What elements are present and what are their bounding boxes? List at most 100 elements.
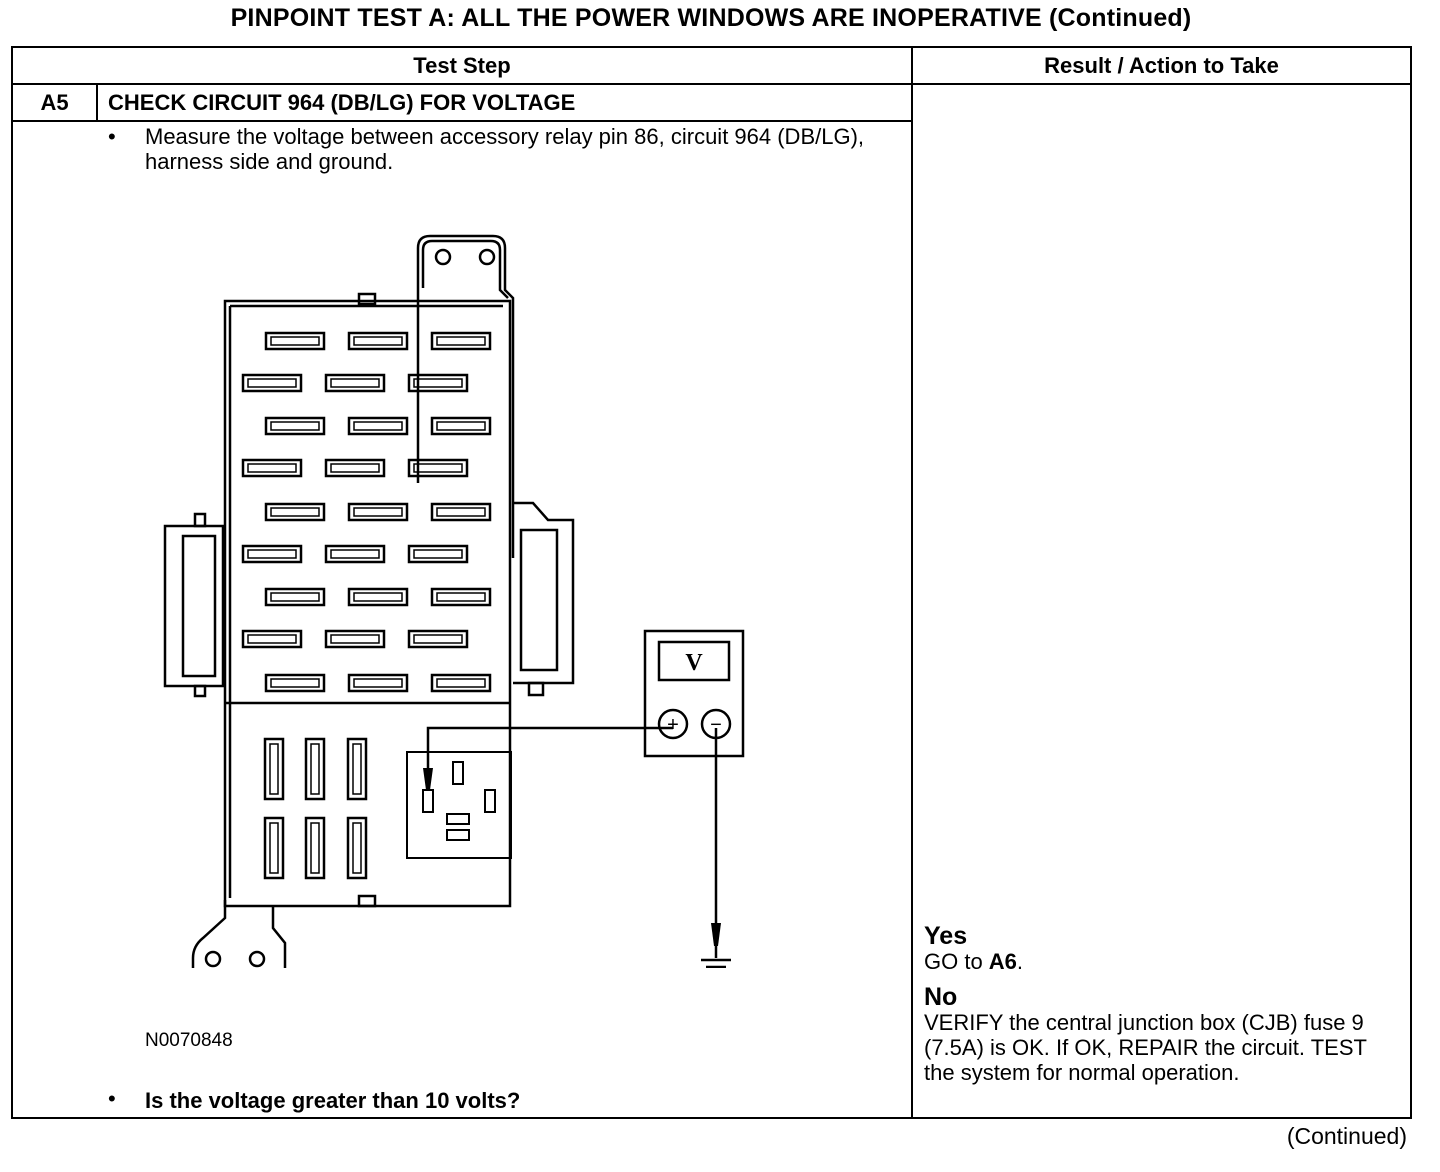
pinpoint-test-table: Test Step Result / Action to Take A5 CHE… — [11, 46, 1412, 1119]
fuse-slot — [347, 331, 409, 351]
fuse-blade — [330, 549, 380, 559]
test-leads — [426, 726, 718, 928]
step-id-divider — [96, 85, 98, 120]
maxi-fuse-slot — [304, 737, 326, 801]
step-instruction: Measure the voltage between accessory re… — [145, 124, 865, 174]
fuse-slot — [324, 629, 386, 649]
fuse-blade — [413, 549, 463, 559]
fuse-slot — [264, 331, 326, 351]
fuse-slot — [347, 502, 409, 522]
header-test-step: Test Step — [413, 53, 511, 78]
left-connector — [163, 512, 225, 698]
fuse-blade — [436, 592, 486, 602]
fuse-slot — [430, 331, 492, 351]
result-no: No VERIFY the central junction box (CJB)… — [924, 983, 1404, 1086]
column-divider — [911, 48, 913, 1117]
fuse-blade — [436, 678, 486, 688]
maxi-fuse-blade — [269, 822, 279, 874]
fuse-slot — [430, 673, 492, 693]
fuse-array — [241, 331, 492, 693]
fuse-slot — [347, 673, 409, 693]
yes-action-target: A6 — [988, 949, 1017, 974]
fuse-blade — [436, 421, 486, 431]
bottom-mounting-tab — [191, 900, 287, 968]
step-title-divider — [13, 120, 911, 122]
fuse-slot — [324, 373, 386, 393]
maxi-fuse-slot — [304, 816, 326, 880]
plus-terminal-icon: + — [667, 714, 679, 736]
fuse-slot — [241, 629, 303, 649]
page-title: PINPOINT TEST A: ALL THE POWER WINDOWS A… — [230, 4, 1192, 32]
fuse-blade — [353, 507, 403, 517]
result-yes: Yes GO to A6. — [924, 922, 1404, 975]
ground-icon — [701, 946, 731, 968]
maxi-fuse-slot — [346, 816, 368, 880]
tall-fuse-array — [263, 737, 368, 880]
result-no-label: No — [924, 983, 958, 1011]
fuse-blade — [247, 549, 297, 559]
fuse-blade — [270, 592, 320, 602]
fuse-blade — [436, 507, 486, 517]
fuse-blade — [353, 678, 403, 688]
fuse-slot — [407, 629, 469, 649]
fuse-blade — [270, 507, 320, 517]
maxi-fuse-blade — [352, 743, 362, 795]
fuse-blade — [413, 463, 463, 473]
header-divider — [13, 83, 1410, 85]
fuse-slot — [264, 416, 326, 436]
maxi-fuse-slot — [263, 816, 285, 880]
right-connector — [513, 501, 575, 697]
header-result-action: Result / Action to Take — [1044, 53, 1279, 78]
fuse-blade — [270, 421, 320, 431]
maxi-fuse-blade — [269, 743, 279, 795]
yes-action-prefix: GO to — [924, 949, 989, 974]
fuse-blade — [247, 634, 297, 644]
fuse-blade — [247, 463, 297, 473]
step-title: CHECK CIRCUIT 964 (DB/LG) FOR VOLTAGE — [108, 90, 576, 115]
result-yes-label: Yes — [924, 922, 968, 950]
step-question: Is the voltage greater than 10 volts? — [145, 1088, 521, 1113]
bullet-marker: • — [108, 1086, 116, 1111]
positive-probe-tip — [423, 768, 433, 790]
fuse-slot — [407, 458, 469, 478]
fuse-blade — [330, 634, 380, 644]
fuse-blade — [413, 634, 463, 644]
fuse-slot — [264, 673, 326, 693]
voltmeter-label: V — [685, 650, 703, 676]
fuse-blade — [330, 463, 380, 473]
maxi-fuse-slot — [263, 737, 285, 801]
fuse-slot — [407, 544, 469, 564]
result-yes-action: GO to A6. — [924, 949, 1404, 974]
voltmeter — [643, 629, 745, 758]
fuse-blade — [353, 421, 403, 431]
fuse-blade — [436, 336, 486, 346]
maxi-fuse-blade — [310, 822, 320, 874]
fuse-blade — [270, 678, 320, 688]
maxi-fuse-slot — [346, 737, 368, 801]
fuse-slot — [430, 587, 492, 607]
fuse-slot — [430, 502, 492, 522]
fuse-blade — [353, 592, 403, 602]
result-no-action: VERIFY the central junction box (CJB) fu… — [924, 1010, 1367, 1085]
ground-probe-tip — [711, 923, 721, 946]
fuse-slot — [264, 502, 326, 522]
fuse-blade — [247, 378, 297, 388]
fuse-slot — [241, 458, 303, 478]
fuse-blade — [353, 336, 403, 346]
fuse-slot — [324, 544, 386, 564]
minus-terminal-icon: − — [710, 714, 722, 736]
fuse-blade — [330, 378, 380, 388]
bullet-marker: • — [108, 124, 116, 149]
fuse-slot — [264, 587, 326, 607]
figure-id: N0070848 — [145, 1030, 233, 1051]
maxi-fuse-blade — [310, 743, 320, 795]
fuse-slot — [347, 416, 409, 436]
continued-label: (Continued) — [1286, 1123, 1407, 1149]
junction-box-voltmeter-diagram: V + − — [163, 234, 745, 968]
yes-action-suffix: . — [1016, 949, 1024, 974]
fuse-blade — [270, 336, 320, 346]
fuse-slot — [347, 587, 409, 607]
fuse-slot — [430, 416, 492, 436]
fuse-slot — [407, 373, 469, 393]
maxi-fuse-blade — [352, 822, 362, 874]
